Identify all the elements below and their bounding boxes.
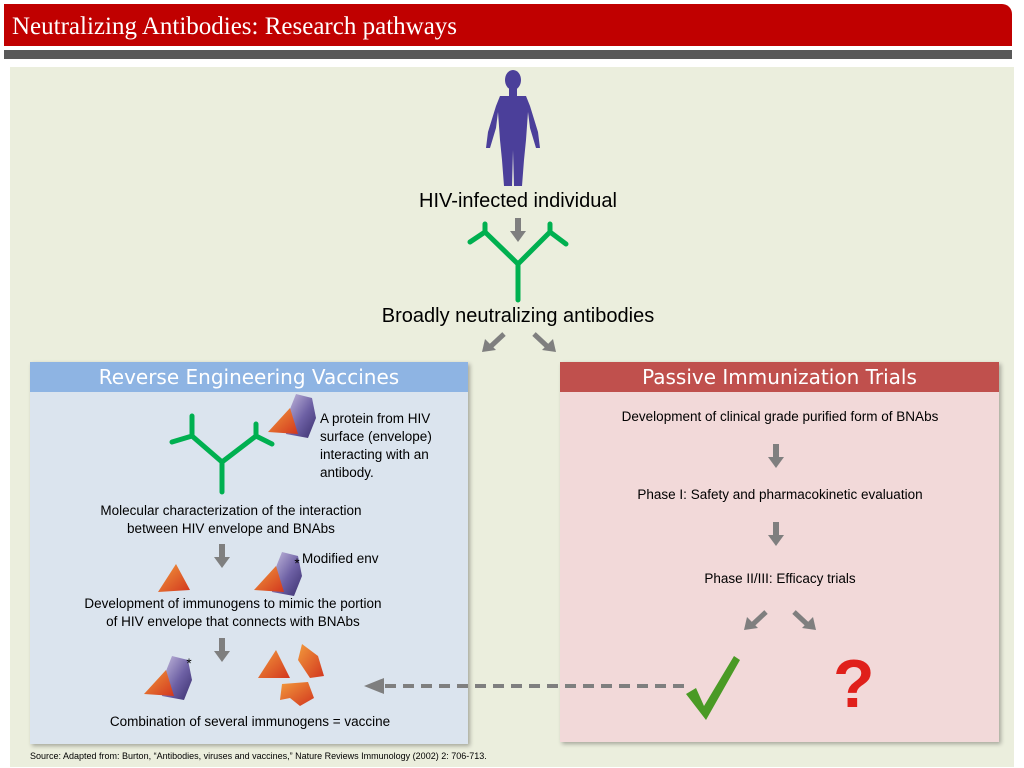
arrow-diagonal-left-icon [744, 612, 766, 630]
step-combination-vaccine: Combination of several immunogens = vacc… [109, 714, 391, 729]
step-clinical-grade: Development of clinical grade purified f… [621, 409, 939, 424]
antibody-icon [467, 221, 569, 303]
modified-env-label: Modified env [302, 551, 379, 566]
asterisk-marker: * [186, 656, 192, 671]
step-phase-2-3: Phase II/III: Efficacy trials [704, 571, 856, 586]
arrow-down-icon [214, 544, 230, 568]
dashed-arrow-icon [364, 678, 684, 694]
asterisk-marker: * [294, 556, 300, 571]
protein-icon [268, 394, 316, 438]
arrow-down-icon [214, 638, 230, 662]
protein-note: A protein from HIV surface (envelope) in… [320, 411, 432, 480]
step-immunogen-development: Development of immunogens to mimic the p… [84, 596, 382, 629]
antibody-icon [169, 413, 275, 495]
step-molecular-characterization: Molecular characterization of the intera… [100, 503, 362, 536]
checkmark-icon [686, 656, 740, 720]
title-divider [4, 50, 1012, 59]
human-figure-icon [486, 70, 540, 186]
arrow-down-icon [768, 444, 784, 468]
arrow-diagonal-right-icon [794, 612, 816, 630]
page-title: Neutralizing Antibodies: Research pathwa… [12, 13, 458, 40]
broadly-neutralizing-antibodies-label: Broadly neutralizing antibodies [381, 305, 655, 327]
reverse-engineering-panel: Reverse Engineering Vaccines [30, 362, 468, 744]
reverse-engineering-heading: Reverse Engineering Vaccines [30, 362, 468, 392]
passive-immunization-heading: Passive Immunization Trials [560, 362, 999, 392]
arrow-diagonal-right-icon [534, 334, 556, 352]
hiv-infected-individual-label: HIV-infected individual [419, 190, 617, 212]
question-mark-icon: ? [833, 646, 875, 722]
protein-icon [258, 644, 324, 706]
source-citation: Source: Adapted from: Burton, “Antibodie… [30, 751, 487, 761]
arrow-diagonal-left-icon [482, 334, 504, 352]
protein-icon [158, 564, 190, 592]
step-phase-1: Phase I: Safety and pharmacokinetic eval… [637, 487, 923, 502]
arrow-down-icon [510, 218, 526, 242]
arrow-down-icon [768, 522, 784, 546]
passive-immunization-panel: Passive Immunization Trials [560, 362, 999, 742]
title-bar: Neutralizing Antibodies: Research pathwa… [4, 4, 1012, 46]
